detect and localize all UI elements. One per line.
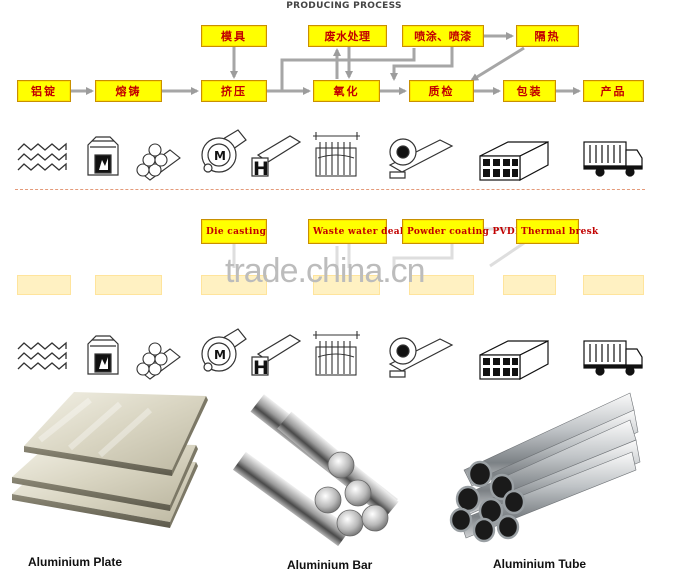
faint-step-3	[201, 275, 267, 295]
diagram-title: PRODUCING PROCESS	[286, 1, 402, 11]
profile-bar-icon: H	[251, 135, 302, 180]
step-waste-water-en: Waste water dealing	[308, 219, 421, 244]
log-pile-icon	[136, 143, 181, 181]
step-casting: 熔铸	[95, 80, 162, 102]
label-aluminium-bar: Aluminium Bar	[287, 558, 373, 572]
packaging-bundle-icon	[479, 141, 549, 182]
ingot-stack-icon	[17, 142, 67, 171]
extrusion-die-icon: M	[201, 129, 247, 173]
delivery-truck-icon	[583, 340, 643, 376]
faint-step-4	[313, 275, 380, 295]
faint-step-1	[17, 275, 71, 295]
inspection-gauge-icon	[388, 138, 454, 179]
step-ingot: 铝锭	[17, 80, 71, 102]
watermark: trade.china.cn	[225, 252, 426, 290]
step-coating: 喷涂、喷漆	[402, 25, 484, 47]
step-die: 模具	[201, 25, 267, 47]
label-aluminium-plate: Aluminium Plate	[28, 555, 123, 569]
step-product: 产品	[583, 80, 644, 102]
aluminium-plate-image	[12, 392, 208, 528]
svg-text:M: M	[214, 149, 226, 163]
step-extrusion: 挤压	[201, 80, 267, 102]
svg-text:H: H	[253, 158, 269, 180]
furnace-icon	[87, 136, 119, 176]
faint-step-6	[503, 275, 556, 295]
ingot-stack-icon	[17, 341, 67, 370]
aluminium-tube-image	[449, 392, 641, 543]
svg-text:H: H	[253, 357, 269, 379]
label-aluminium-tube: Aluminium Tube	[493, 557, 587, 571]
delivery-truck-icon	[583, 141, 643, 177]
step-die-casting-en: Die casting	[201, 219, 267, 244]
step-waste-water: 废水处理	[308, 25, 387, 47]
anodizing-tank-icon	[313, 331, 360, 376]
furnace-icon	[87, 335, 119, 375]
svg-text:M: M	[214, 348, 226, 362]
step-packing: 包装	[503, 80, 556, 102]
profile-bar-icon: H	[251, 334, 302, 379]
step-inspection: 质检	[409, 80, 474, 102]
inspection-gauge-icon	[388, 337, 454, 378]
step-thermal-break-en: Thermal bresk	[516, 219, 598, 244]
section-divider	[15, 189, 645, 190]
step-oxidation: 氧化	[313, 80, 380, 102]
step-thermal-break: 隔热	[516, 25, 579, 47]
aluminium-bar-image	[232, 394, 399, 547]
faint-step-5	[409, 275, 474, 295]
anodizing-tank-icon	[313, 132, 360, 177]
faint-step-2	[95, 275, 162, 295]
packaging-bundle-icon	[479, 340, 549, 381]
extrusion-die-icon: M	[201, 328, 247, 372]
faint-step-7	[583, 275, 644, 295]
log-pile-icon	[136, 342, 181, 380]
